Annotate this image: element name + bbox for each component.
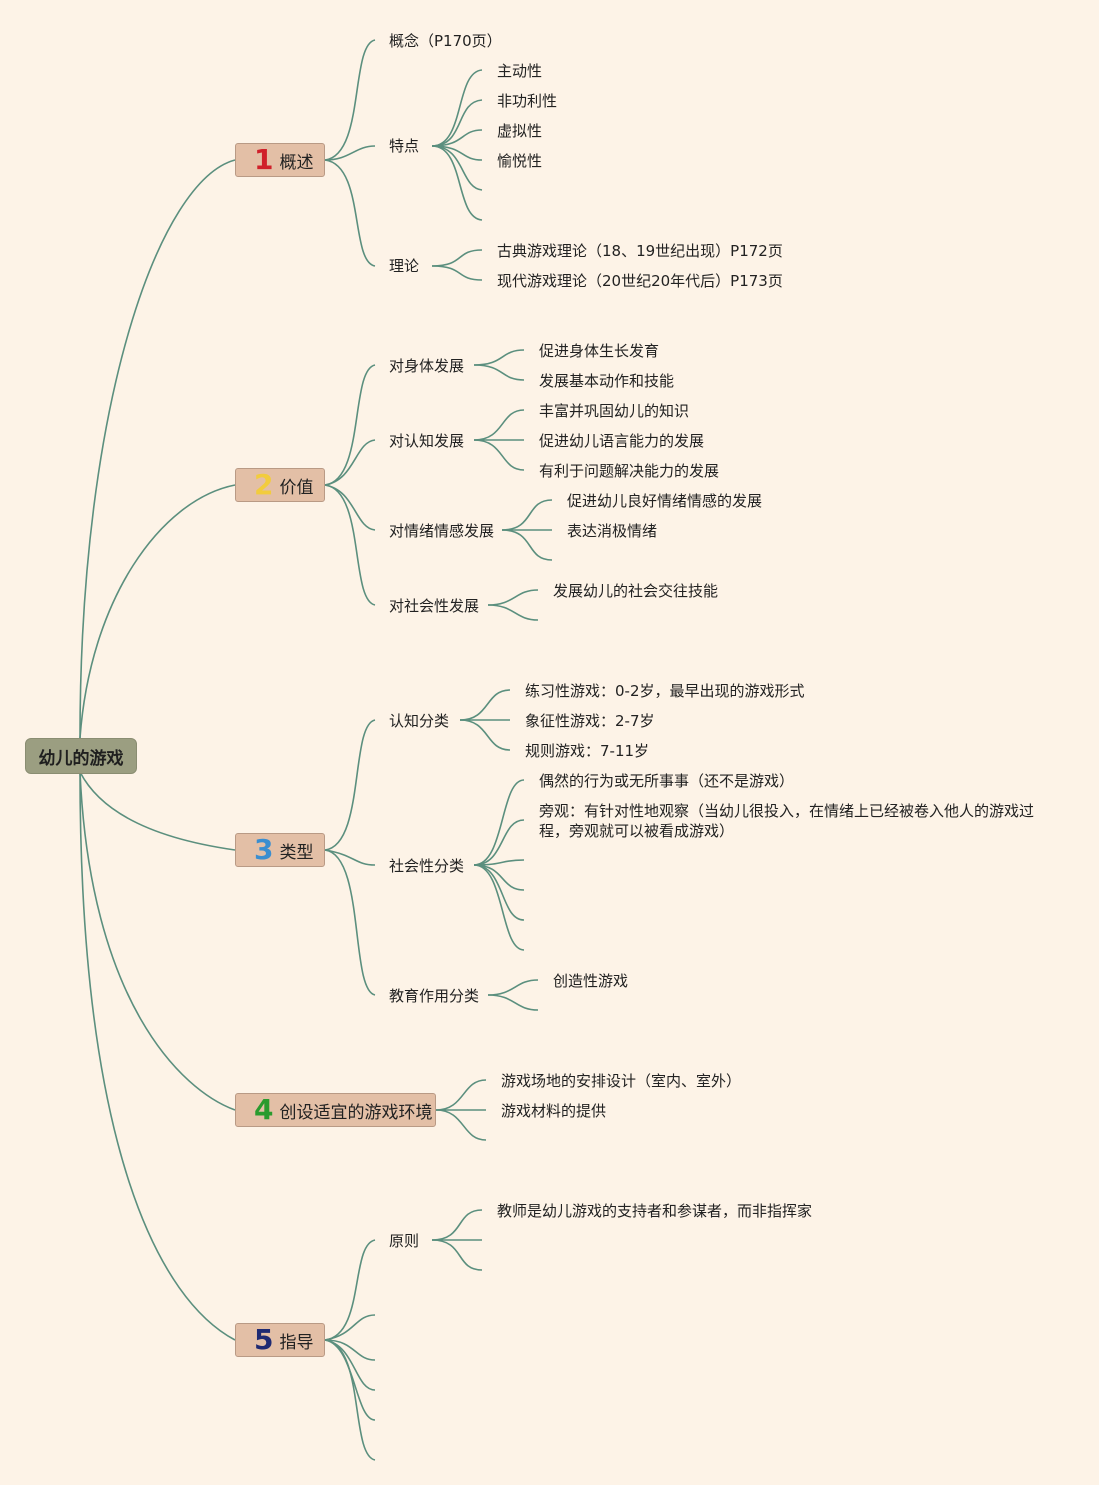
node-concept[interactable]: 概念（P170页） — [389, 32, 502, 50]
node-principle[interactable]: 原则 — [389, 1232, 420, 1250]
node-cognition-development[interactable]: 对认知发展 — [389, 432, 465, 450]
node-feature-item[interactable]: 愉悦性 — [497, 152, 543, 170]
node-education-item[interactable]: 创造性游戏 — [553, 972, 629, 990]
section-value[interactable]: 2 价值 — [235, 468, 325, 502]
node-cognitive-classification[interactable]: 认知分类 — [389, 712, 450, 730]
node-principle-item[interactable]: 教师是幼儿游戏的支持者和参谋者，而非指挥家 — [497, 1202, 813, 1220]
node-feature-item[interactable]: 虚拟性 — [497, 122, 543, 140]
node-social-type-item[interactable]: 旁观：有针对性地观察（当幼儿很投入，在情绪上已经被卷入他人的游戏过程，旁观就可以… — [539, 802, 1035, 840]
node-social-type-item[interactable]: 偶然的行为或无所事事（还不是游戏） — [539, 772, 795, 790]
node-emotion-item[interactable]: 促进幼儿良好情绪情感的发展 — [567, 492, 763, 510]
section-number: 5 — [254, 1323, 274, 1356]
node-cognitive-item[interactable]: 象征性游戏：2-7岁 — [525, 712, 655, 730]
section-number: 3 — [254, 833, 274, 866]
node-theory-item[interactable]: 古典游戏理论（18、19世纪出现）P172页 — [497, 242, 783, 260]
node-social-classification[interactable]: 社会性分类 — [389, 857, 465, 875]
node-social-item[interactable]: 发展幼儿的社会交往技能 — [553, 582, 719, 600]
node-feature-item[interactable]: 主动性 — [497, 62, 543, 80]
node-education-classification[interactable]: 教育作用分类 — [389, 987, 480, 1005]
node-theory-item[interactable]: 现代游戏理论（20世纪20年代后）P173页 — [497, 272, 783, 290]
node-cognition-item[interactable]: 有利于问题解决能力的发展 — [539, 462, 720, 480]
section-number: 4 — [254, 1093, 274, 1126]
section-number: 1 — [254, 143, 274, 176]
node-emotion-item[interactable]: 表达消极情绪 — [567, 522, 658, 540]
section-label: 概述 — [279, 152, 314, 173]
node-body-item[interactable]: 发展基本动作和技能 — [539, 372, 675, 390]
node-social-development[interactable]: 对社会性发展 — [389, 597, 480, 615]
node-cognition-item[interactable]: 丰富并巩固幼儿的知识 — [539, 402, 690, 420]
section-environment[interactable]: 4 创设适宜的游戏环境 — [235, 1093, 436, 1127]
node-emotion-development[interactable]: 对情绪情感发展 — [389, 522, 495, 540]
section-label: 指导 — [279, 1332, 314, 1353]
node-body-development[interactable]: 对身体发展 — [389, 357, 465, 375]
node-theory[interactable]: 理论 — [389, 257, 420, 275]
node-feature-item[interactable]: 非功利性 — [497, 92, 558, 110]
root-node[interactable]: 幼儿的游戏 — [25, 738, 137, 774]
section-label: 类型 — [279, 842, 314, 863]
section-guidance[interactable]: 5 指导 — [235, 1323, 325, 1357]
section-overview[interactable]: 1 概述 — [235, 143, 325, 177]
node-cognitive-item[interactable]: 练习性游戏：0-2岁，最早出现的游戏形式 — [525, 682, 805, 700]
node-cognition-item[interactable]: 促进幼儿语言能力的发展 — [539, 432, 705, 450]
node-features[interactable]: 特点 — [389, 137, 420, 155]
section-types[interactable]: 3 类型 — [235, 833, 325, 867]
node-body-item[interactable]: 促进身体生长发育 — [539, 342, 660, 360]
node-cognitive-item[interactable]: 规则游戏：7-11岁 — [525, 742, 650, 760]
node-environment-item[interactable]: 游戏场地的安排设计（室内、室外） — [501, 1072, 742, 1090]
section-label: 创设适宜的游戏环境 — [279, 1102, 433, 1123]
node-environment-item[interactable]: 游戏材料的提供 — [501, 1102, 607, 1120]
section-number: 2 — [254, 468, 274, 501]
section-label: 价值 — [279, 477, 314, 498]
